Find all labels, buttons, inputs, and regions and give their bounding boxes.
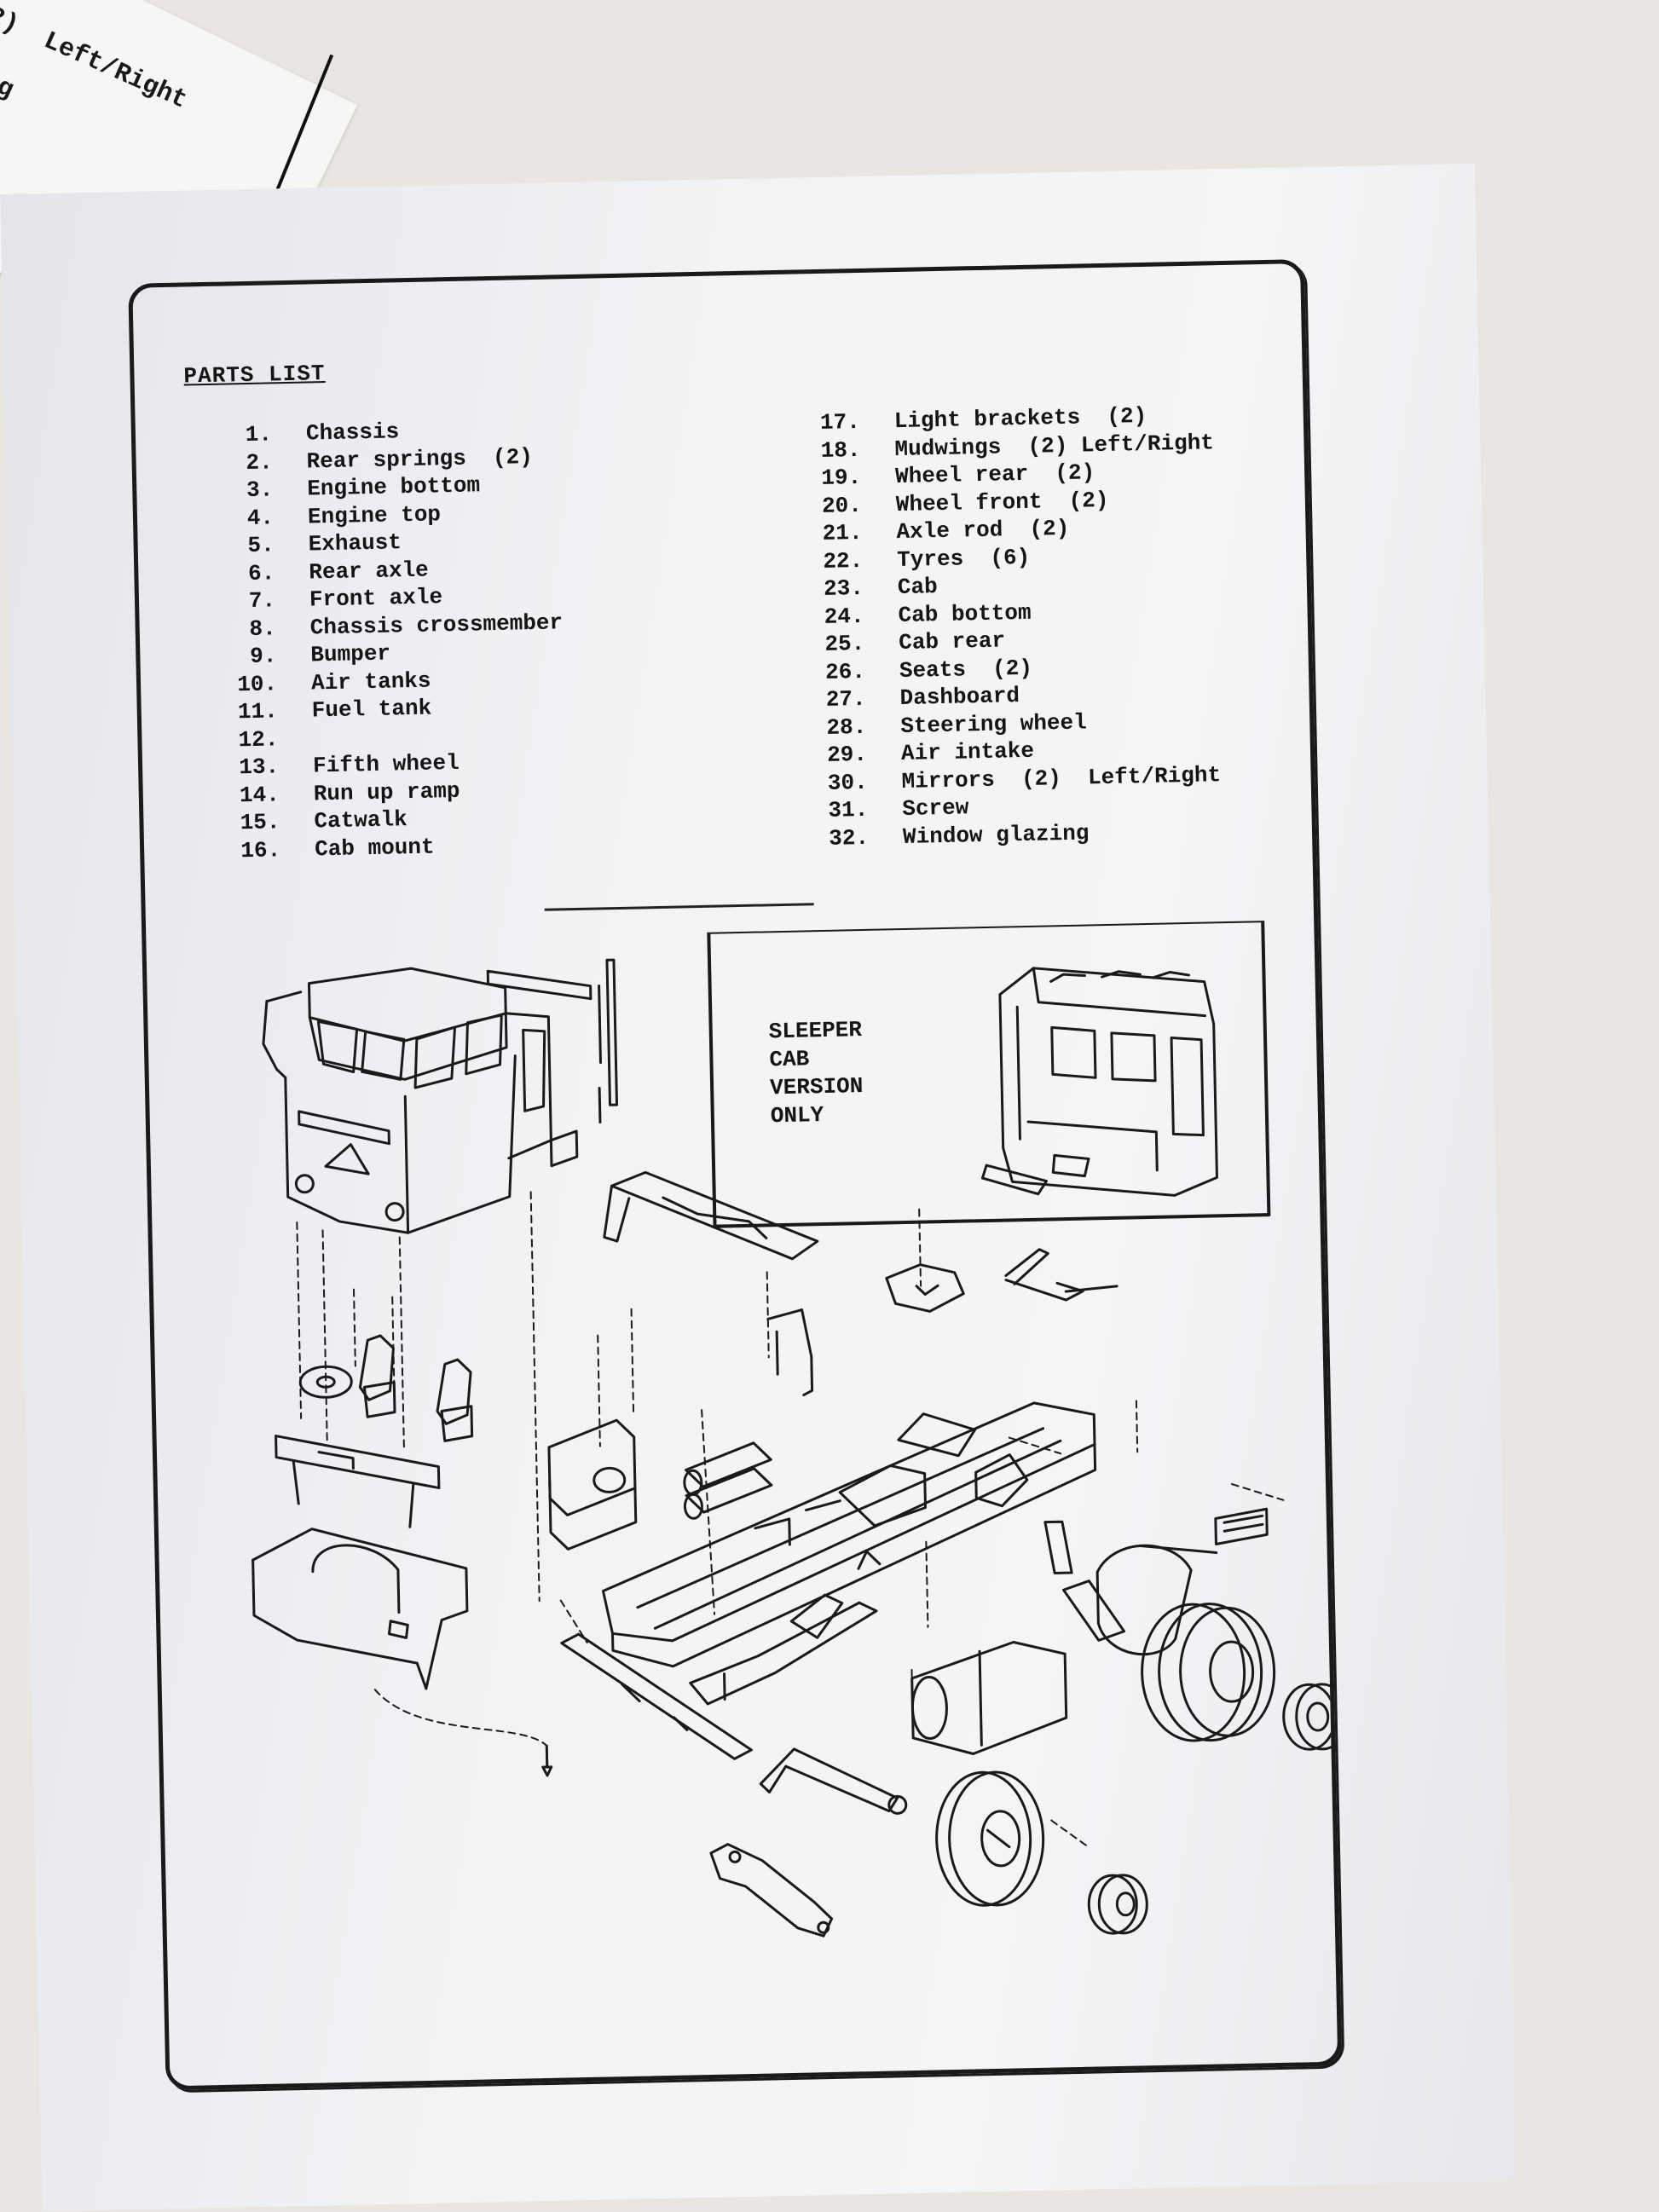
parts-list-left-column: 1. Chassis 2. Rear springs (2) 3. Engine bott… [187, 415, 568, 866]
part-number: 6. [247, 559, 275, 586]
part-label: Cab mount [314, 833, 435, 862]
part-label: Axle rod (2) [896, 515, 1070, 546]
part-label: Tyres (6) [896, 544, 1031, 573]
part-number: 12. [238, 725, 279, 753]
part-label: Window glazing [902, 819, 1090, 850]
part-number: 16. [240, 836, 281, 863]
part-label: Cab bottom [898, 599, 1032, 628]
part-number: 17. [819, 408, 861, 436]
part-number: 11. [237, 698, 279, 725]
parts-list-title: PARTS LIST [183, 361, 326, 390]
inset-text-line: ONLY [771, 1102, 824, 1129]
part-number: 1. [245, 421, 273, 448]
sheet-frame: PARTS LIST 1. Chassis 2. Rear springs (2) 3.… [128, 259, 1342, 2090]
engine-and-tanks-drawing [548, 1417, 772, 1549]
part-label: Bumper [310, 640, 391, 668]
rear-wheel-assembly-drawing [1097, 1541, 1338, 1753]
dashboard-and-cab-bottom [251, 1432, 469, 1692]
part-label: Wheel rear (2) [894, 459, 1095, 490]
part-label: Chassis crossmember [309, 609, 564, 640]
exhaust-drawing [760, 1747, 906, 1816]
part-number: 28. [826, 713, 867, 741]
part-number: 20. [821, 492, 863, 519]
part-label: Air intake [900, 737, 1035, 767]
divider-rule [545, 903, 814, 911]
part-number: 21. [822, 519, 863, 546]
part-number: 31. [828, 796, 869, 823]
part-number: 15. [240, 809, 280, 836]
part-label: Cab rear [898, 627, 1006, 656]
part-number: 13. [239, 754, 280, 781]
front-axle-drawing [688, 1551, 883, 1705]
mirror-drawing [1005, 1248, 1117, 1302]
part-number: 2. [246, 448, 273, 476]
part-number: 27. [825, 685, 866, 713]
bumper-drawing [562, 1631, 752, 1763]
parts-list-right-column: 17.Light brackets (2)18.Mudwings (2) Lef… [775, 401, 1223, 854]
part-number: 9. [249, 643, 277, 669]
part-number: 4. [246, 504, 275, 531]
part-label: Cab [897, 574, 939, 601]
part-label: Seats (2) [899, 655, 1033, 684]
seats-and-steering-wheel [299, 1334, 472, 1444]
part-number: 29. [826, 741, 868, 768]
part-label: Run up ramp [313, 777, 460, 806]
front-wheel-assembly-drawing [935, 1769, 1147, 1937]
screw-drawing [542, 1746, 552, 1776]
part-label: Catwalk [314, 806, 408, 835]
part-label: Engine bottom [307, 472, 481, 502]
instruction-sheet: PARTS LIST 1. Chassis 2. Rear springs (2) 3.… [0, 164, 1517, 2212]
fifth-wheel-drawing [887, 1264, 964, 1313]
part-number: 8. [249, 615, 277, 642]
part-label: Air tanks [310, 667, 431, 696]
part-label: Fuel tank [311, 695, 432, 724]
part-number: 5. [247, 532, 275, 559]
part-label: Rear axle [309, 557, 430, 586]
part-label: Dashboard [899, 683, 1020, 712]
sleeper-cab-inset: SLEEPER CAB VERSION ONLY [708, 921, 1269, 1227]
part-number: 26. [824, 658, 866, 685]
part-number: 3. [246, 476, 274, 504]
catwalk-drawing [603, 1169, 818, 1262]
sleeper-cab-drawing [978, 964, 1217, 1199]
part-number: 30. [827, 769, 868, 796]
inset-text-line: SLEEPER [768, 1017, 862, 1044]
part-label: Wheel front (2) [895, 487, 1109, 517]
part-number: 10. [236, 670, 278, 697]
part-label: Steering wheel [899, 708, 1087, 739]
part-number: 22. [823, 547, 864, 575]
part-label: Fifth wheel [312, 749, 460, 779]
part-label: Exhaust [308, 529, 402, 557]
part-number: 25. [824, 630, 865, 657]
chassis-drawing [599, 1401, 1099, 1667]
rear-springs-drawing [1045, 1509, 1269, 1641]
part-number: 24. [824, 603, 864, 630]
part-number: 32. [828, 824, 870, 852]
part-number: 23. [823, 575, 864, 602]
fuel-tank-drawing [911, 1641, 1067, 1755]
inset-text-line: CAB [769, 1046, 810, 1072]
part-number: 7. [248, 587, 276, 614]
assembly-guide-lines [297, 1176, 1291, 1862]
part-label: Engine top [307, 500, 442, 530]
air-intake-drawing [768, 1309, 812, 1395]
part-label: Screw [902, 794, 969, 822]
part-label: Rear springs (2) [306, 443, 534, 475]
cab-drawing [262, 960, 620, 1236]
exploded-parts-diagram: SLEEPER CAB VERSION ONLY [146, 920, 1338, 2077]
part-number: 14. [239, 781, 280, 808]
part-label: Chassis [305, 419, 400, 447]
inset-text-line: VERSION [770, 1073, 864, 1100]
part-number: 19. [821, 464, 862, 491]
part-number: 18. [820, 436, 861, 464]
cab-mount-drawing [711, 1842, 832, 1938]
part-label: Front axle [309, 584, 443, 613]
